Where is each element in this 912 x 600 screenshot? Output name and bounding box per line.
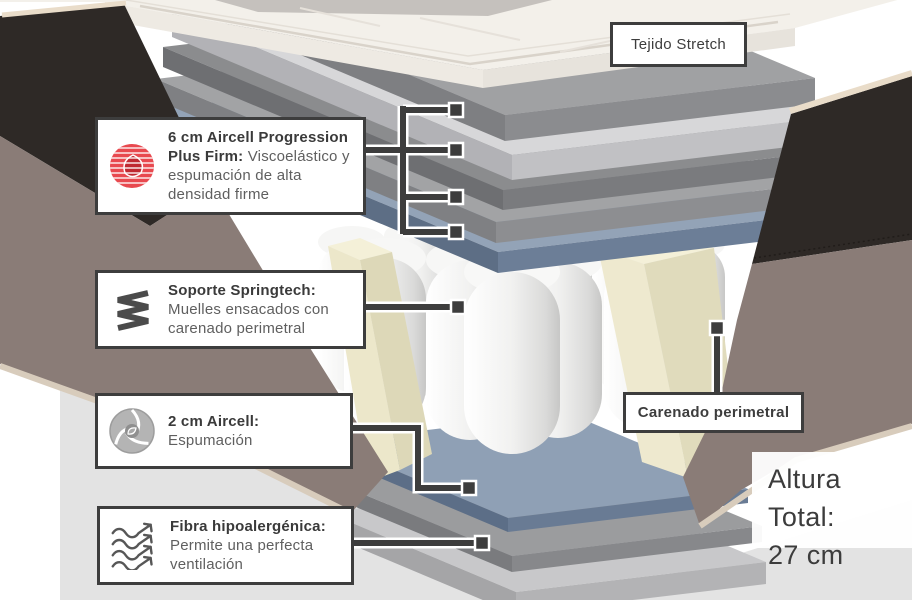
callout-fibra: Fibra hipoalergénica: Permite una perfec…: [97, 506, 354, 585]
aircell-6cm-title: 6 cm Aircell Progression Plus Firm:: [168, 129, 349, 165]
aircell-2cm-text: 2 cm Aircell: Espumación: [168, 412, 340, 450]
aircell-6cm-description: Viscoelástico y espumación de alta densi…: [168, 148, 350, 203]
aircell-6cm-text: 6 cm Aircell Progression Plus Firm: Visc…: [168, 128, 353, 204]
aircell-2cm-title: 2 cm Aircell:: [168, 413, 260, 430]
connector-lines: [353, 106, 720, 546]
callout-springtech: Soporte Springtech: Muelles ensacados co…: [95, 270, 366, 349]
right-fabric-panel: [683, 70, 912, 529]
spring-icon: [117, 289, 149, 331]
springtech-title: Soporte Springtech:: [168, 282, 316, 299]
fibra-title: Fibra hipoalergénica:: [170, 518, 326, 535]
callout-tejido-stretch: Tejido Stretch: [610, 22, 747, 67]
callout-aircell-6cm: 6 cm Aircell Progression Plus Firm: Visc…: [95, 117, 366, 215]
carenado-label: Carenado perimetral: [637, 404, 790, 421]
connector-aircell2: [353, 425, 462, 491]
total-height-panel: Altura Total: 27 cm: [752, 452, 912, 570]
springtech-description: Muelles ensacados con carenado perimetra…: [168, 301, 329, 337]
aircell-red-icon: [110, 144, 154, 188]
callout-carenado: Carenado perimetral: [623, 392, 804, 433]
tejido-stretch-label: Tejido Stretch: [630, 36, 727, 53]
callout-aircell-2cm: 2 cm Aircell: Espumación: [95, 393, 353, 469]
springtech-text: Soporte Springtech: Muelles ensacados co…: [168, 281, 353, 338]
connector-aircell6: [365, 106, 450, 235]
fibra-text: Fibra hipoalergénica: Permite una perfec…: [170, 517, 341, 574]
fibra-description: Permite una perfecta ventilación: [170, 537, 314, 573]
total-height-value: 27 cm: [768, 540, 844, 570]
aircell-2cm-description: Espumación: [168, 432, 253, 449]
total-height-label: Altura Total:: [768, 464, 841, 532]
airflow-icon: [111, 522, 153, 570]
aircell-gray-icon: [109, 408, 155, 454]
spring-coil: [464, 249, 560, 454]
connector-markers: [447, 101, 726, 552]
